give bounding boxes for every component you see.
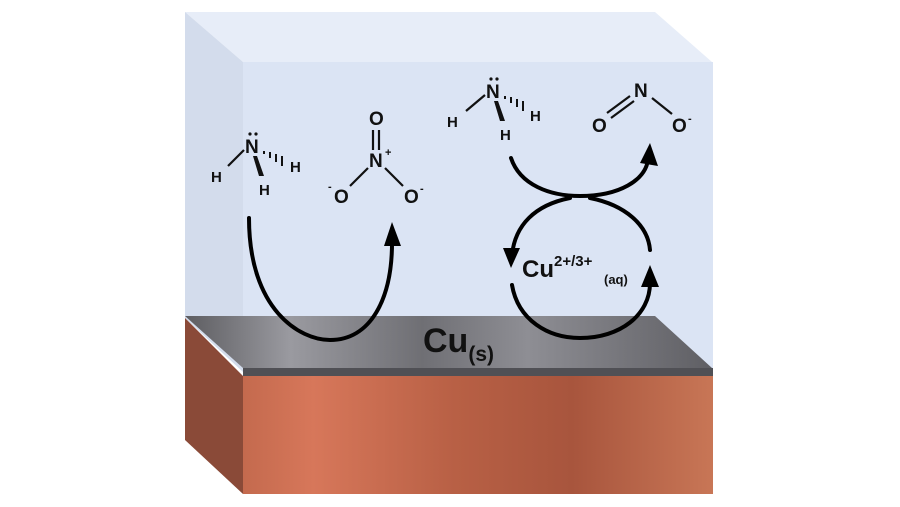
nitrate-o-top: O [369,109,384,130]
hash-bond [263,151,283,166]
wedge-bond [253,156,264,176]
ammonia-left-n: N [245,137,259,158]
nitrite-o-right-charge: - [688,113,692,125]
ammonia-right: N H H H [447,77,541,144]
ammonia-right-h3: H [530,108,541,125]
copper-surface-edge [243,368,713,376]
wedge-bond [494,101,505,121]
ammonia-right-h2: H [500,127,511,144]
nitrate-ion: O N + - O O - [328,109,424,208]
surface-label: Cu(s) [423,322,494,366]
copper-left-face [185,318,243,494]
ammonia-left: N H H H [211,132,301,199]
nitrite-ion: N O O - [592,81,692,137]
ammonia-right-h1: H [447,114,458,131]
nitrite-o-left: O [592,116,607,137]
copper-front-face [243,376,713,494]
solution-left-face [185,12,243,372]
copper-surface-top [185,316,712,368]
nitrate-o-left-charge: - [328,181,332,193]
right-cycle-arrows [503,143,659,341]
hash-bond [504,96,524,111]
nitrite-o-right: O [672,116,687,137]
ammonia-left-h1: H [211,169,222,186]
ammonia-left-h2: H [259,182,270,199]
nitrite-n: N [634,81,648,102]
nitrate-o-right-charge: - [420,183,424,195]
nitrate-n-charge: + [385,147,391,159]
solution-top-face [185,12,712,62]
ammonia-left-h3: H [290,159,301,176]
nitrate-n: N [369,151,383,172]
ion-charge: 2+/3+ [554,253,593,270]
ammonia-right-n: N [486,82,500,103]
left-u-arrow [247,216,401,343]
ion-subscript: (aq) [604,272,628,287]
ion-label: Cu2+/3+ [522,253,593,283]
nitrate-o-right: O [404,187,419,208]
nitrate-o-left: O [334,187,349,208]
surface-subscript: (s) [468,343,494,366]
